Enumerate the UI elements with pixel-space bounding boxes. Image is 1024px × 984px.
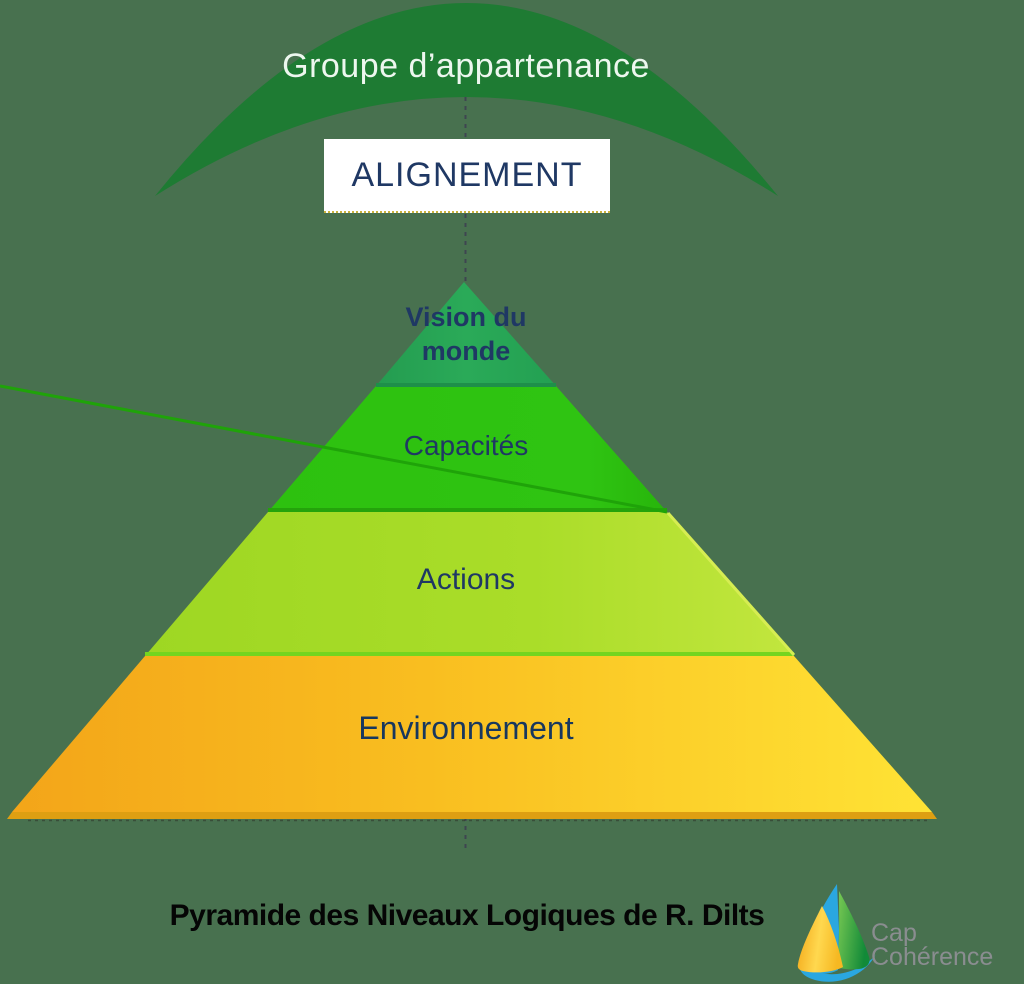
sail-yellow-icon [797,906,843,973]
pyramid-base-bevel [7,812,937,819]
sail-blue-wave-icon [798,944,880,982]
arc-label: Groupe d’appartenance [282,47,650,85]
logo-line1: Cap [871,919,917,947]
capacites-right-bevel [0,384,668,514]
sail-green-icon [837,891,870,970]
level-label-vision: Vision du monde [405,302,527,366]
level-label-capacites: Capacités [403,430,529,461]
cap-coherence-logo [797,884,880,982]
alignment-box: ALIGNEMENT [324,139,610,213]
pyramid-level-actions [145,512,794,656]
appartenance-arc [155,3,778,196]
logo-line2: Cohérence [871,943,994,971]
alignment-label: ALIGNEMENT [351,155,583,194]
logo-wordmark: Cap Cohérence [871,919,994,971]
actions-right-highlight [666,512,796,656]
level-label-actions: Actions [416,563,516,596]
diagram-caption: Pyramide des Niveaux Logiques de R. Dilt… [169,899,765,932]
pyramid-level-vision [376,282,556,386]
pyramid-level-capacites [268,386,667,512]
level-label-environnement: Environnement [358,710,574,746]
pyramid-level-environnement [12,656,932,812]
